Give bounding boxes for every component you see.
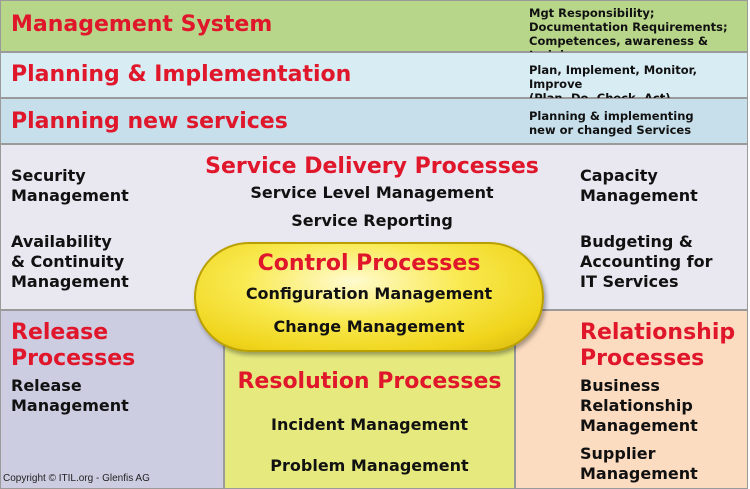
planning-implementation-title: Planning & Implementation (11, 62, 352, 87)
capacity-management: Capacity Management (580, 166, 698, 206)
service-delivery-heading: Service Delivery Processes (205, 154, 539, 179)
item-line: Release (11, 376, 82, 395)
planning-new-services-band: Planning new services Planning & impleme… (0, 98, 748, 144)
item-line: Management (11, 272, 129, 291)
heading-line: Processes (11, 346, 136, 371)
item-line: Business (580, 376, 660, 395)
business-relationship-management: Business Relationship Management (580, 376, 698, 436)
problem-management: Problem Management (270, 456, 469, 475)
item-line: & Continuity (11, 252, 125, 271)
note-line: Plan, Implement, Monitor, Improve (529, 63, 697, 91)
release-management: Release Management (11, 376, 129, 416)
resolution-processes-heading: Resolution Processes (237, 369, 502, 394)
note-line: Planning & implementing (529, 109, 694, 123)
item-line: Management (11, 186, 129, 205)
note-line: new or changed Services (529, 123, 692, 137)
management-system-band: Management System Mgt Responsibility; Do… (0, 0, 748, 62)
planning-implementation-band: Planning & Implementation Plan, Implemen… (0, 52, 748, 105)
release-processes-area (0, 310, 224, 489)
item-line: Accounting for (580, 252, 713, 271)
item-line: Security (11, 166, 86, 185)
heading-line: Relationship (580, 320, 736, 345)
note-line: Mgt Responsibility; (529, 6, 655, 20)
item-line: Capacity (580, 166, 658, 185)
item-line: IT Services (580, 272, 679, 291)
item-line: Management (11, 396, 129, 415)
item-line: Management (580, 186, 698, 205)
service-level-management: Service Level Management (250, 183, 494, 202)
item-line: Availability (11, 232, 112, 251)
security-management: Security Management (11, 166, 129, 206)
control-processes-heading: Control Processes (257, 251, 481, 276)
planning-new-services-note: Planning & implementing new or changed S… (529, 109, 694, 137)
budgeting-accounting: Budgeting & Accounting for IT Services (580, 232, 713, 292)
item-line: Management (580, 464, 698, 483)
heading-line: Processes (580, 346, 705, 371)
supplier-management: Supplier Management (580, 444, 698, 484)
configuration-management: Configuration Management (245, 284, 493, 303)
copyright-notice: Copyright © ITIL.org - Glenfis AG (3, 473, 150, 484)
item-line: Management (580, 416, 698, 435)
relationship-processes-heading: Relationship Processes (580, 320, 735, 372)
service-reporting: Service Reporting (291, 211, 453, 230)
heading-line: Release (11, 320, 109, 345)
release-processes-heading: Release Processes (11, 320, 135, 372)
management-system-title: Management System (11, 12, 273, 37)
item-line: Supplier (580, 444, 656, 463)
planning-new-services-title: Planning new services (11, 109, 288, 134)
availability-continuity-management: Availability & Continuity Management (11, 232, 129, 292)
control-processes-pill (194, 242, 544, 352)
relationship-processes-area (515, 310, 748, 489)
change-management: Change Management (273, 317, 465, 336)
item-line: Relationship (580, 396, 693, 415)
item-line: Budgeting & (580, 232, 693, 251)
note-line: Documentation Requirements; (529, 20, 728, 34)
incident-management: Incident Management (271, 415, 468, 434)
